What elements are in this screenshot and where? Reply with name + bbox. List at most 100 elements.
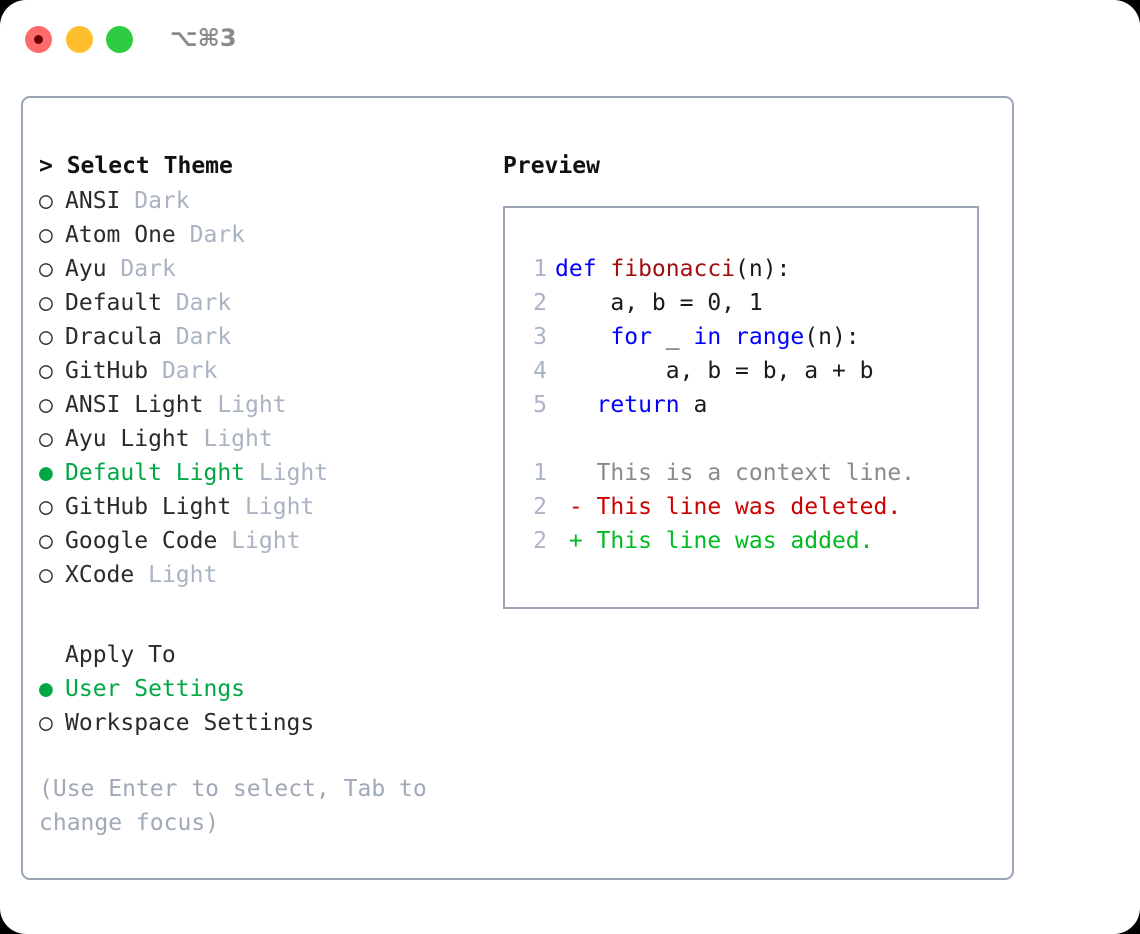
apply-to-label: User Settings [65, 676, 246, 702]
line-number: 2 [533, 528, 547, 554]
apply-to-header: Apply To [65, 642, 176, 668]
code-token: fibonacci [610, 256, 736, 282]
theme-name: Dracula [65, 324, 162, 350]
radio-unselected-icon[interactable]: ○ [39, 256, 53, 282]
radio-unselected-icon[interactable]: ○ [39, 426, 53, 452]
apply-to-item[interactable]: ○Workspace Settings [39, 706, 479, 740]
radio-unselected-icon[interactable]: ○ [39, 494, 53, 520]
radio-unselected-icon[interactable]: ○ [39, 562, 53, 588]
code-line: 4 a, b = b, a + b [505, 354, 977, 388]
code-token: def [555, 256, 611, 282]
code-token: - This line was deleted. [555, 494, 902, 520]
radio-unselected-icon[interactable]: ○ [39, 528, 53, 554]
line-number: 4 [533, 358, 547, 384]
diff-line: 2 + This line was added. [505, 524, 977, 558]
section-spacer [39, 592, 479, 638]
diff-line: 2 - This line was deleted. [505, 490, 977, 524]
radio-unselected-icon[interactable]: ○ [39, 710, 53, 736]
theme-list-item[interactable]: ●Default Light Light [39, 456, 479, 490]
diff-spacer [505, 422, 977, 456]
window-titlebar: ⌥⌘3 [0, 0, 1140, 78]
radio-unselected-icon[interactable]: ○ [39, 358, 53, 384]
maximize-button[interactable] [106, 26, 133, 53]
theme-name: ANSI [65, 188, 121, 214]
theme-name: ANSI Light [65, 392, 204, 418]
theme-name: GitHub [65, 358, 149, 384]
keyboard-hint-text: (Use Enter to select, Tab to change focu… [39, 776, 427, 836]
theme-name: GitHub Light [65, 494, 232, 520]
theme-picker-panel: > Select Theme ○ANSI Dark○Atom One Dark○… [21, 96, 1014, 880]
theme-list-item[interactable]: ○GitHub Light Light [39, 490, 479, 524]
theme-kind-badge: Dark [175, 290, 232, 316]
theme-list-item[interactable]: ○ Dracula Dark [39, 320, 479, 354]
theme-name: Atom One [65, 222, 176, 248]
theme-list-item[interactable]: ○ XCode Light [39, 558, 479, 592]
code-line: 2 a, b = 0, 1 [505, 286, 977, 320]
code-line: 3 for _ in range(n): [505, 320, 977, 354]
theme-kind-badge: Light [148, 562, 218, 588]
line-number: 2 [533, 494, 547, 520]
theme-list-item[interactable]: ○ Default Dark [39, 286, 479, 320]
theme-list-item[interactable]: ○ Atom One Dark [39, 218, 479, 252]
theme-list-item[interactable]: ○ Ayu Dark [39, 252, 479, 286]
code-token [555, 392, 597, 418]
select-theme-header: > Select Theme [39, 153, 233, 179]
code-line: 5 return a [505, 388, 977, 422]
close-button[interactable] [25, 26, 52, 53]
code-token: (n): [735, 256, 791, 282]
radio-unselected-icon[interactable]: ○ [39, 290, 53, 316]
theme-kind-badge: Dark [120, 256, 176, 282]
radio-unselected-icon[interactable]: ○ [39, 392, 53, 418]
theme-list-item[interactable]: ○ANSI Light Light [39, 388, 479, 422]
apply-to-item[interactable]: ● User Settings [39, 672, 479, 706]
theme-list-item[interactable]: ○ Google Code Light [39, 524, 479, 558]
theme-kind-badge: Light [258, 460, 329, 486]
theme-kind-badge: Dark [161, 358, 218, 384]
radio-unselected-icon[interactable]: ○ [39, 324, 53, 350]
diff-line: 1 This is a context line. [505, 456, 977, 490]
theme-name: Google Code [65, 528, 218, 554]
code-token: + This line was added. [555, 528, 874, 554]
theme-name: Ayu [65, 256, 107, 282]
minimize-button[interactable] [66, 26, 93, 53]
theme-kind-badge: Light [203, 426, 273, 452]
code-token: _ [651, 324, 694, 350]
code-token [555, 324, 610, 350]
radio-selected-icon[interactable]: ● [39, 676, 53, 702]
code-token: a, b = 0, 1 [555, 290, 763, 316]
code-line: 1 def fibonacci(n): [505, 252, 977, 286]
theme-list-item[interactable]: ○ ANSI Dark [39, 184, 479, 218]
line-number: 1 [533, 256, 547, 282]
theme-name: Ayu Light [65, 426, 190, 452]
code-token: a [679, 392, 708, 418]
theme-kind-badge: Dark [134, 188, 190, 214]
code-token: This is a context line. [555, 460, 916, 486]
line-number: 1 [533, 460, 547, 486]
radio-unselected-icon[interactable]: ○ [39, 188, 53, 214]
code-token: a, b = b, a + b [555, 358, 874, 384]
code-token: return [596, 392, 680, 418]
radio-unselected-icon[interactable]: ○ [39, 222, 53, 248]
code-token: in range [693, 324, 805, 350]
apply-to-list: ● User Settings ○Workspace Settings [39, 672, 479, 740]
line-number: 5 [533, 392, 547, 418]
code-token: for [610, 324, 652, 350]
line-number: 2 [533, 290, 547, 316]
preview-title: Preview [503, 153, 600, 179]
radio-selected-icon[interactable]: ● [39, 460, 53, 486]
theme-name: Default [65, 290, 162, 316]
line-number: 3 [533, 324, 547, 350]
theme-list-item[interactable]: ○ Ayu Light Light [39, 422, 479, 456]
theme-list-column: > Select Theme ○ANSI Dark○Atom One Dark○… [39, 148, 479, 840]
theme-list-item[interactable]: ○ GitHub Dark [39, 354, 479, 388]
theme-kind-badge: Dark [175, 324, 232, 350]
theme-kind-badge: Light [231, 528, 301, 554]
keyboard-shortcut-label: ⌥⌘3 [170, 24, 237, 52]
code-token: (n): [804, 324, 860, 350]
theme-name: XCode [65, 562, 135, 588]
theme-kind-badge: Dark [189, 222, 246, 248]
